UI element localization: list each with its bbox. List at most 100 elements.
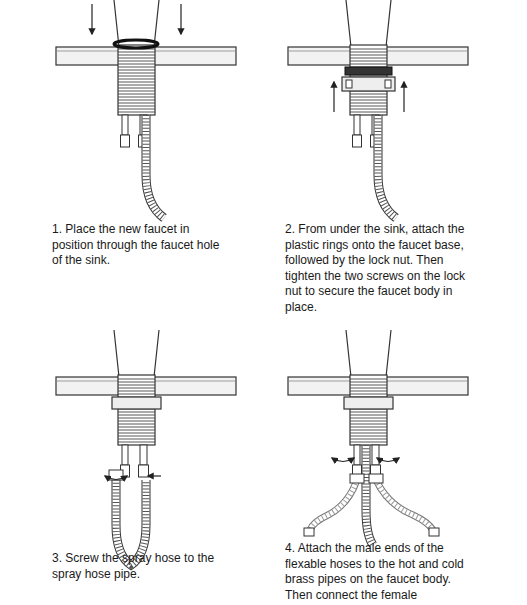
faucet-column [346, 0, 391, 47]
spray-hose-outline [378, 115, 396, 218]
brass-pipe [140, 445, 147, 465]
thread-line [350, 94, 387, 95]
thread-line [118, 82, 155, 83]
faucet-figure [56, 330, 236, 565]
step-caption: 1. Place the new faucet in position thro… [52, 222, 230, 269]
flexible-hose-ribs [310, 480, 357, 530]
thread-line [350, 385, 387, 386]
nut-screw [385, 80, 391, 88]
flexible-hose-fill [310, 480, 357, 530]
flexible-hose-outline [310, 480, 357, 530]
thread-line [118, 88, 155, 89]
thread-line [118, 439, 155, 440]
step-caption: 4. Attach the male ends of the flexable … [285, 541, 467, 603]
thread-line [350, 436, 387, 437]
thread-line [350, 439, 387, 440]
thread-line [118, 103, 155, 104]
thread-line [118, 436, 155, 437]
female-fitting [429, 528, 439, 536]
thread-line [118, 418, 155, 419]
thread-line [118, 70, 155, 71]
o-ring [114, 40, 158, 48]
thread-line [350, 424, 387, 425]
brass-pipe [122, 445, 128, 465]
faucet-figure [288, 330, 468, 545]
spray-hose-outline [146, 115, 164, 218]
thread-line [350, 412, 387, 413]
pipe-fitting [121, 135, 130, 147]
lock-nut [112, 397, 161, 409]
step-caption: 3. Screw the spray hose to the spray hos… [52, 551, 230, 582]
thread-line [118, 112, 155, 113]
spray-hose-ribs [146, 115, 164, 218]
spray-hose-outline [366, 445, 373, 545]
thread-line [118, 100, 155, 101]
thread-line [350, 433, 387, 434]
thread-line [350, 109, 387, 110]
thread-line [118, 97, 155, 98]
thread-line [350, 97, 387, 98]
thread-line [118, 61, 155, 62]
plastic-ring [345, 67, 392, 75]
flexible-hose-outline [376, 480, 433, 530]
brass-pipe [354, 445, 360, 465]
thread-line [350, 391, 387, 392]
faucet-figure [56, 0, 236, 218]
thread-line [350, 418, 387, 419]
faucet-figure [288, 0, 468, 218]
thread-line [350, 421, 387, 422]
thread-line [118, 94, 155, 95]
rotation-arrow [377, 458, 399, 462]
thread-line [118, 58, 155, 59]
faucet-column [114, 330, 159, 377]
direction-arrow [180, 4, 181, 34]
faucet-column [114, 0, 159, 47]
faucet-column [346, 330, 391, 377]
thread-line [350, 52, 387, 53]
thread-line [350, 394, 387, 395]
thread-line [118, 85, 155, 86]
thread-line [118, 388, 155, 389]
hose-nut [350, 474, 364, 483]
rotation-arrow [332, 458, 354, 462]
threaded-shank [350, 375, 387, 445]
thread-line [118, 52, 155, 53]
thread-line [118, 67, 155, 68]
thread-line [118, 79, 155, 80]
spray-hose-ribs [378, 115, 396, 218]
thread-line [350, 430, 387, 431]
lock-nut [344, 397, 393, 409]
thread-line [118, 421, 155, 422]
threaded-shank [118, 375, 155, 445]
spray-hose-fill [378, 115, 396, 218]
thread-line [118, 430, 155, 431]
brass-pipe [354, 115, 360, 135]
thread-line [118, 385, 155, 386]
nut-screw [346, 80, 352, 88]
thread-line [118, 412, 155, 413]
thread-line [350, 382, 387, 383]
spray-hose-outline [116, 470, 146, 565]
spray-hose-fill [146, 115, 164, 218]
thread-line [118, 442, 155, 443]
thread-line [118, 433, 155, 434]
direction-arrow [333, 82, 334, 112]
thread-line [118, 55, 155, 56]
spray-hose-ribs [116, 470, 146, 565]
thread-line [350, 427, 387, 428]
thread-line [350, 61, 387, 62]
thread-line [118, 379, 155, 380]
thread-line [350, 55, 387, 56]
hose-nut [369, 474, 383, 483]
thread-line [350, 379, 387, 380]
thread-line [118, 394, 155, 395]
thread-line [118, 109, 155, 110]
direction-arrow [148, 475, 161, 476]
pipe-fitting [139, 465, 149, 477]
thread-line [118, 427, 155, 428]
thread-line [118, 415, 155, 416]
thread-line [350, 100, 387, 101]
thread-line [350, 112, 387, 113]
lock-nut [342, 77, 395, 91]
direction-arrow [91, 4, 92, 34]
